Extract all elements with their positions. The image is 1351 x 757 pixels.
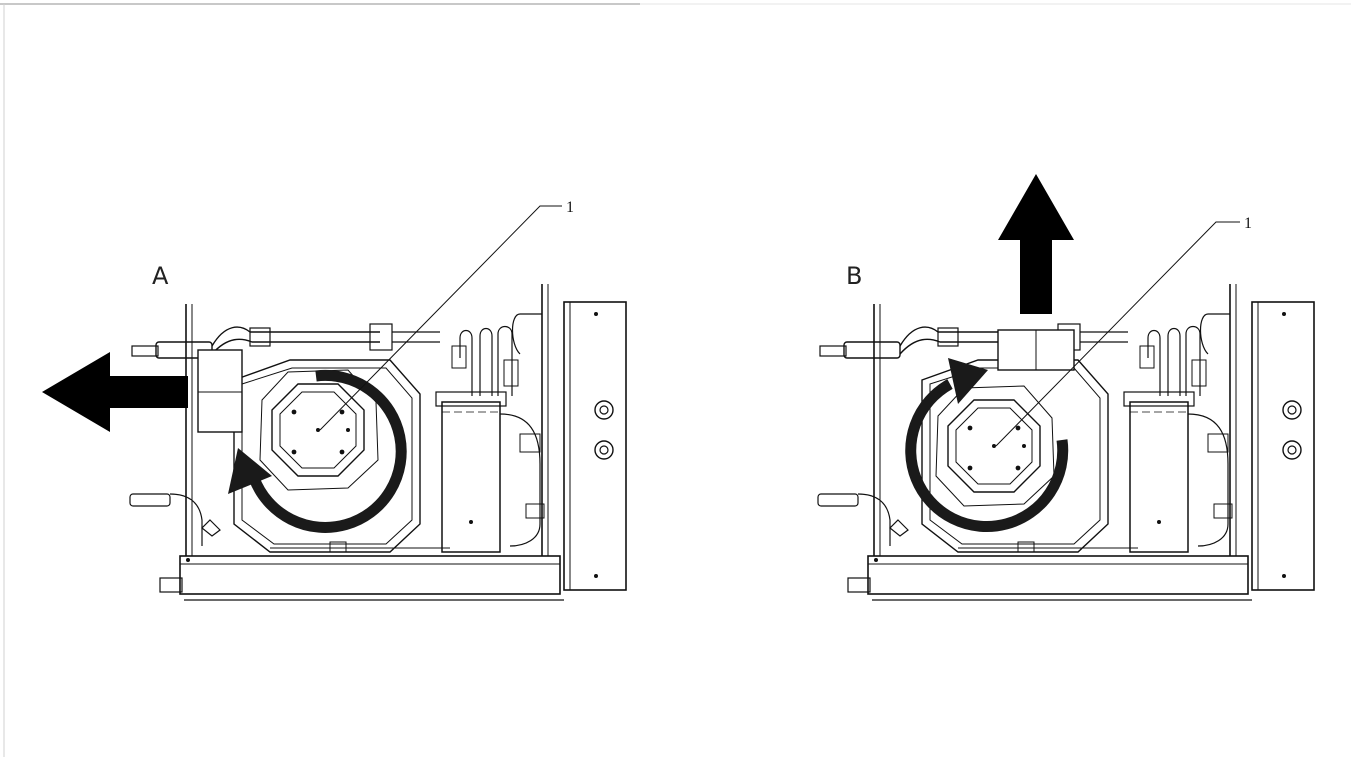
callout-number-a: 1 <box>566 199 574 216</box>
callout-leader-b <box>995 221 1240 447</box>
panel-b-label: B <box>846 262 862 290</box>
airflow-arrow-b <box>998 174 1074 314</box>
outlet-duct-a <box>197 349 243 433</box>
callout-leader-a <box>319 205 562 431</box>
panel-a: A 1 <box>42 199 627 601</box>
unit-drawing-a <box>129 283 627 601</box>
rotation-arrowhead-a <box>228 448 272 494</box>
airflow-arrow-a <box>42 352 188 432</box>
panel-a-label: A <box>152 262 169 290</box>
panel-b: B 1 <box>817 174 1315 601</box>
rotation-arrow-a <box>248 369 407 533</box>
callout-number-b: 1 <box>1244 215 1252 232</box>
rotation-arrow-b <box>905 379 1069 533</box>
fan-motor-b <box>935 385 1055 507</box>
rotation-arrowhead-b <box>948 358 988 404</box>
